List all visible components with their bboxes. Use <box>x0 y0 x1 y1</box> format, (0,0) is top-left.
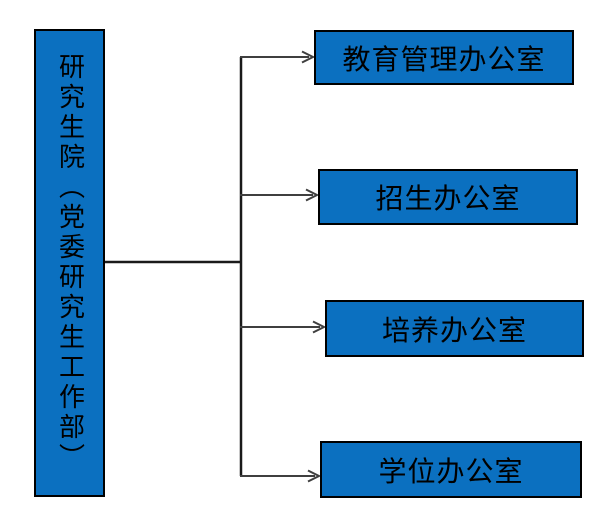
node-label: 学位办公室 <box>378 454 524 488</box>
node-degree-office: 学位办公室 <box>320 441 582 498</box>
arrowhead-icon <box>307 469 322 483</box>
node-training-office: 培养办公室 <box>325 300 584 357</box>
node-label: 培养办公室 <box>381 313 527 347</box>
node-graduate-school: 研究生院（党委研究生工作部） <box>34 29 105 497</box>
node-admissions-office: 招生办公室 <box>318 169 578 225</box>
node-label: 研究生院（党委研究生工作部） <box>54 53 85 473</box>
node-label: 教育管理办公室 <box>342 42 546 76</box>
node-label: 招生办公室 <box>375 182 521 215</box>
arrowhead-icon <box>305 188 320 202</box>
arrowhead-icon <box>312 320 327 334</box>
arrowhead-icon <box>301 50 316 64</box>
node-education-management-office: 教育管理办公室 <box>314 30 574 85</box>
